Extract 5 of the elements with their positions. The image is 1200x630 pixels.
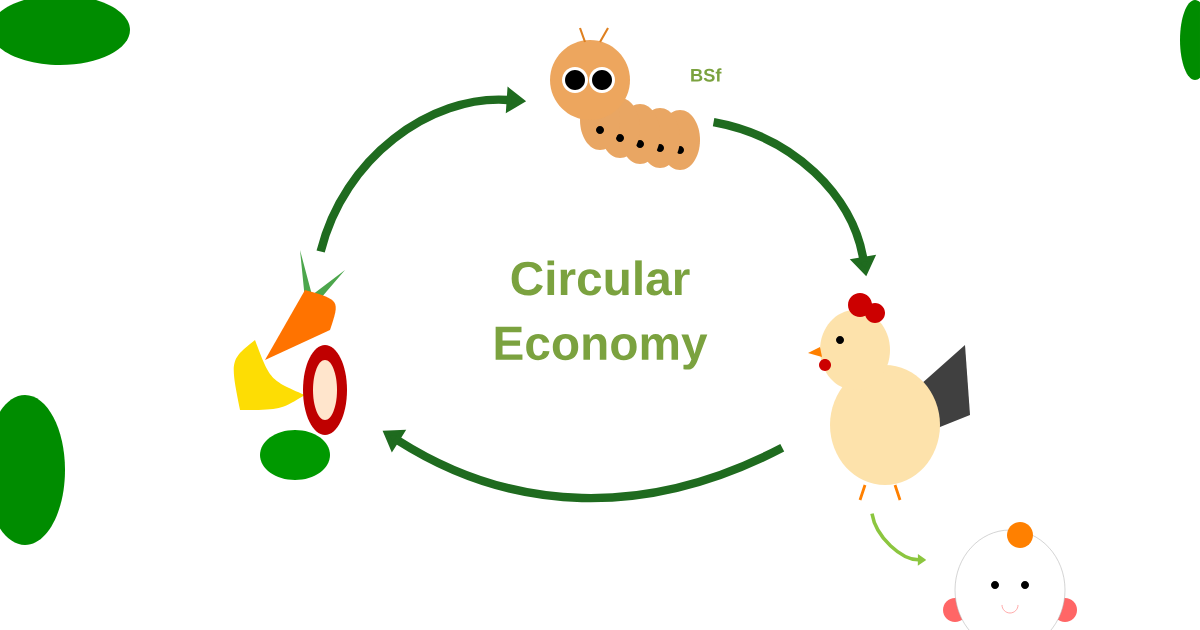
egg-drawing (943, 522, 1077, 630)
title: Circular Economy (495, 260, 708, 370)
caption-text: BSf (691, 68, 722, 82)
chicken-drawing (808, 293, 970, 502)
food-waste-drawing (233, 250, 347, 480)
